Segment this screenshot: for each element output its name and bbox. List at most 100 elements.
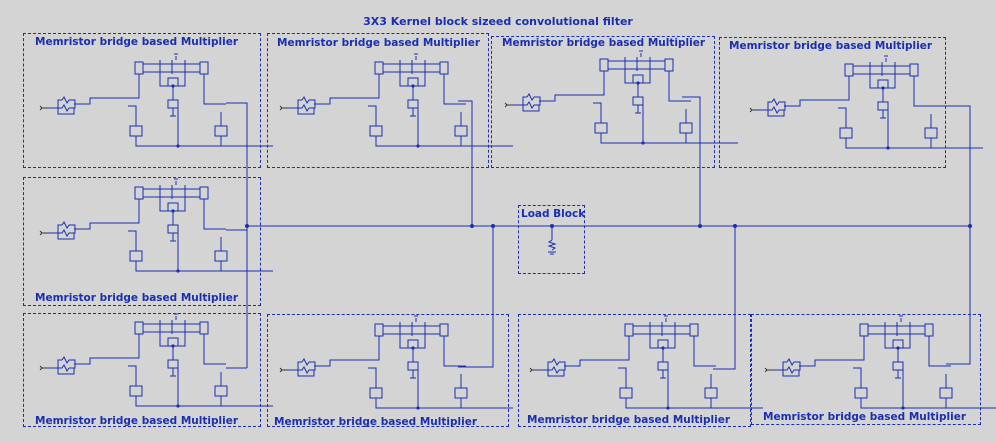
lower-rail	[135, 261, 273, 272]
memristor-bridge	[288, 96, 316, 112]
lower-rail	[375, 136, 513, 147]
multiplier-circuit-4	[749, 55, 983, 150]
input-source-icon	[529, 367, 538, 373]
junction-dot	[661, 346, 665, 350]
lower-rail	[860, 398, 996, 409]
transistor-top-right	[664, 58, 674, 72]
bus-tap-7	[458, 226, 494, 368]
pair-wires	[869, 76, 896, 89]
bridge-bottom	[547, 370, 565, 377]
transistor-top-left	[844, 63, 854, 77]
supply-icon	[664, 315, 668, 322]
junction-dot	[411, 84, 415, 88]
left-branch	[830, 76, 850, 101]
bridge-to-amp	[314, 97, 360, 105]
mirror-legs	[399, 60, 426, 74]
supply-icon	[899, 315, 903, 322]
bridge-bottom	[57, 233, 75, 240]
bridge-to-amp	[784, 99, 830, 107]
block-label-9: Memristor bridge based Multiplier	[763, 411, 967, 423]
junction-dot	[666, 406, 670, 410]
transistor-top-left	[624, 323, 634, 337]
multiplier-circuit-2	[279, 53, 513, 148]
lower-feeds	[838, 107, 932, 128]
input-source-icon	[279, 367, 288, 373]
tail-ground	[170, 233, 176, 242]
load-block-label: Load Block	[521, 208, 586, 220]
right-branch	[668, 71, 691, 102]
multiplier-block-4	[719, 37, 946, 168]
tail-transistor	[892, 361, 904, 371]
tail-ground	[895, 370, 901, 379]
junction-dot	[416, 144, 420, 148]
transistor-top-left	[599, 58, 609, 72]
supply-icon	[414, 315, 418, 322]
junction-dot	[901, 406, 905, 410]
input-source-icon	[504, 102, 513, 108]
lower-feeds	[618, 367, 712, 388]
multiplier-circuit-7	[279, 315, 513, 410]
bus-tap-2	[458, 100, 473, 226]
tail-ground	[170, 108, 176, 117]
transistor-top-left	[134, 321, 144, 335]
right-branch	[928, 336, 951, 367]
multiplier-circuit-1	[39, 53, 273, 148]
tail-ground	[410, 370, 416, 379]
right-branch	[203, 199, 226, 230]
bridge-to-amp	[314, 359, 360, 367]
junction-dot	[171, 209, 175, 213]
lower-feeds	[593, 102, 687, 123]
input-source-icon	[39, 230, 48, 236]
transistor-top-right	[924, 323, 934, 337]
left-branch	[610, 336, 630, 361]
left-branch	[360, 336, 380, 361]
bridge-to-amp	[74, 222, 120, 230]
supply-icon	[174, 178, 178, 185]
supply-icon	[639, 50, 643, 57]
lower-source-right	[679, 122, 693, 134]
transistor-top-right	[439, 323, 449, 337]
lower-source-left	[129, 250, 143, 262]
memristor-bridge	[758, 98, 786, 114]
tail-transistor	[407, 99, 419, 109]
block-label-6: Memristor bridge based Multiplier	[35, 415, 239, 427]
supply-icon	[884, 55, 888, 62]
bridge-bottom	[297, 370, 315, 377]
transistor-top-right	[439, 61, 449, 75]
lower-rail	[845, 138, 983, 149]
block-label-2: Memristor bridge based Multiplier	[277, 37, 481, 49]
supply-icon	[174, 53, 178, 60]
pair-wires	[399, 74, 426, 87]
lower-feeds	[128, 230, 222, 251]
lower-rail	[625, 398, 763, 409]
lower-source-right	[214, 385, 228, 397]
multiplier-circuit-5	[39, 178, 273, 273]
lower-source-right	[214, 250, 228, 262]
input-source-icon	[279, 105, 288, 111]
input-source-icon	[749, 107, 758, 113]
bridge-bottom	[767, 110, 785, 117]
transistor-top-left	[859, 323, 869, 337]
junction-dot	[176, 269, 180, 273]
mirror-legs	[624, 57, 651, 71]
lower-source-right	[454, 387, 468, 399]
block-label-4: Memristor bridge based Multiplier	[729, 40, 933, 52]
multiplier-circuit-9	[764, 315, 996, 410]
lower-rail	[135, 136, 273, 147]
bridge-bottom	[782, 370, 800, 377]
right-branch	[203, 74, 226, 105]
lower-source-left	[839, 127, 853, 139]
bridge-to-amp	[564, 359, 610, 367]
lower-feeds	[368, 105, 462, 126]
lower-rail	[135, 396, 273, 407]
junction-dot	[636, 81, 640, 85]
tail-ground	[635, 105, 641, 114]
load-resistor	[547, 239, 557, 251]
lower-rail	[375, 398, 513, 409]
block-label-7: Memristor bridge based Multiplier	[274, 416, 478, 428]
bridge-bottom	[297, 108, 315, 115]
bridge-to-amp	[539, 94, 585, 102]
lower-rail	[600, 133, 738, 144]
lower-feeds	[128, 105, 222, 126]
